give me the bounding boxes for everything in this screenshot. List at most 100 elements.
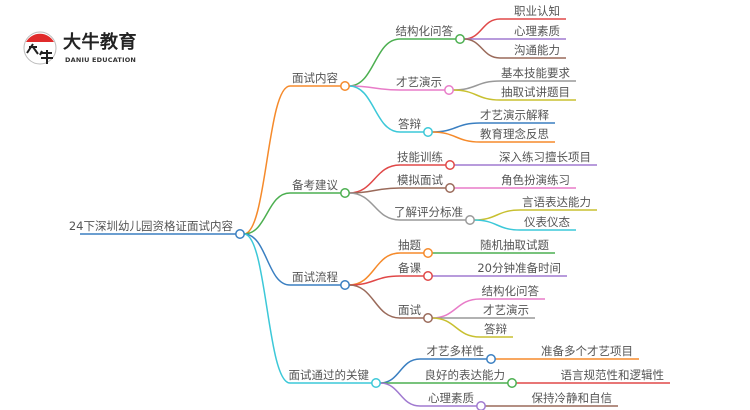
node-label[interactable]: 职业认知 — [514, 4, 560, 18]
mindmap-leaf[interactable]: 结构化问答 — [482, 284, 540, 298]
node-label[interactable]: 教育理念反思 — [480, 127, 549, 141]
node-label[interactable]: 准备多个才艺项目 — [541, 344, 633, 358]
node-label[interactable]: 仪表仪态 — [524, 215, 570, 229]
mindmap-leaf[interactable]: 沟通能力 — [514, 43, 560, 57]
mindmap-node[interactable]: 技能训练 — [397, 150, 455, 170]
mindmap-leaf[interactable]: 职业认知 — [514, 4, 560, 18]
node-label[interactable]: 良好的表达能力 — [425, 368, 506, 382]
collapse-toggle-icon[interactable] — [476, 401, 486, 410]
collapse-toggle-icon[interactable] — [340, 188, 350, 198]
logo-subtitle: DANIU EDUCATION — [65, 56, 137, 64]
node-label[interactable]: 备考建议 — [292, 178, 338, 192]
mindmap-node[interactable]: 备考建议 — [292, 178, 350, 198]
mindmap-node[interactable]: 才艺演示 — [396, 75, 454, 95]
connector-line — [348, 275, 401, 286]
node-label[interactable]: 保持冷静和自信 — [532, 391, 613, 405]
node-label[interactable]: 了解评分标准 — [394, 205, 463, 219]
collapse-toggle-icon[interactable] — [423, 248, 433, 258]
collapse-toggle-icon[interactable] — [444, 85, 454, 95]
mindmap-leaf[interactable]: 准备多个才艺项目 — [541, 344, 633, 358]
node-label[interactable]: 20分钟准备时间 — [477, 261, 561, 275]
collapse-toggle-icon[interactable] — [340, 280, 350, 290]
mindmap-leaf[interactable]: 抽取试讲题目 — [501, 85, 570, 99]
logo-name: 大牛教育 — [63, 32, 137, 53]
node-label[interactable]: 才艺演示解释 — [480, 108, 549, 122]
node-label[interactable]: 才艺演示 — [396, 75, 442, 89]
mindmap-leaf[interactable]: 语言规范性和逻辑性 — [561, 368, 665, 382]
collapse-toggle-icon[interactable] — [445, 160, 455, 170]
mindmap-node[interactable]: 面试内容 — [292, 71, 350, 91]
connector-line — [452, 80, 501, 91]
node-label[interactable]: 沟通能力 — [514, 43, 560, 57]
node-label[interactable]: 面试内容 — [292, 71, 338, 85]
mindmap-leaf[interactable]: 才艺演示解释 — [480, 108, 549, 122]
node-label[interactable]: 备课 — [398, 261, 421, 275]
node-label[interactable]: 技能训练 — [397, 150, 443, 164]
node-label[interactable]: 模拟面试 — [397, 173, 443, 187]
node-label[interactable]: 语言规范性和逻辑性 — [561, 368, 665, 382]
mindmap-node[interactable]: 答辩 — [398, 117, 433, 137]
mindmap-node[interactable]: 面试通过的关键 — [289, 368, 381, 388]
node-label[interactable]: 面试流程 — [292, 270, 338, 284]
node-label[interactable]: 言语表达能力 — [522, 195, 591, 209]
node-label[interactable]: 面试 — [398, 303, 421, 317]
node-label[interactable]: 随机抽取试题 — [480, 238, 549, 252]
node-label[interactable]: 面试通过的关键 — [289, 368, 370, 382]
node-label[interactable]: 深入练习擅长项目 — [499, 150, 591, 164]
node-label[interactable]: 结构化问答 — [482, 284, 540, 298]
mindmap-node[interactable]: 了解评分标准 — [394, 205, 475, 225]
collapse-toggle-icon[interactable] — [340, 81, 350, 91]
node-label[interactable]: 基本技能要求 — [501, 66, 570, 80]
mindmap-leaf[interactable]: 保持冷静和自信 — [532, 391, 613, 405]
mindmap-leaf[interactable]: 仪表仪态 — [524, 215, 570, 229]
mindmap-node[interactable]: 备课 — [398, 261, 433, 281]
connector-line — [348, 85, 401, 133]
mindmap-node[interactable]: 24下深圳幼儿园资格证面试内容 — [69, 219, 245, 239]
mindmap-leaf[interactable]: 心理素质 — [514, 24, 560, 38]
connector-line — [348, 38, 401, 87]
collapse-toggle-icon[interactable] — [455, 34, 465, 44]
connector-line — [348, 187, 401, 194]
node-label[interactable]: 抽取试讲题目 — [501, 85, 570, 99]
collapse-toggle-icon[interactable] — [445, 183, 455, 193]
node-label[interactable]: 答辩 — [398, 117, 421, 131]
collapse-toggle-icon[interactable] — [423, 127, 433, 137]
mindmap-node[interactable]: 面试 — [398, 303, 433, 323]
mindmap-leaf[interactable]: 角色扮演练习 — [501, 173, 570, 187]
collapse-toggle-icon[interactable] — [235, 229, 245, 239]
connector-line — [452, 89, 501, 101]
node-label[interactable]: 才艺演示 — [483, 303, 529, 317]
mindmap-leaf[interactable]: 基本技能要求 — [501, 66, 570, 80]
connector-line — [243, 233, 291, 384]
node-label[interactable]: 才艺多样性 — [427, 344, 485, 358]
mindmap-leaf[interactable]: 20分钟准备时间 — [477, 261, 561, 275]
collapse-toggle-icon[interactable] — [423, 271, 433, 281]
mindmap-leaf[interactable]: 言语表达能力 — [522, 195, 591, 209]
collapse-toggle-icon[interactable] — [486, 354, 496, 364]
mindmap-leaf[interactable]: 深入练习擅长项目 — [499, 150, 591, 164]
collapse-toggle-icon[interactable] — [371, 378, 381, 388]
mindmap-node[interactable]: 模拟面试 — [397, 173, 455, 193]
mindmap-leaf[interactable]: 随机抽取试题 — [480, 238, 549, 252]
mindmap-node[interactable]: 面试流程 — [292, 270, 350, 290]
mindmap-node[interactable]: 抽题 — [398, 238, 433, 258]
mindmap-node[interactable]: 良好的表达能力 — [425, 368, 517, 388]
node-label[interactable]: 心理素质 — [514, 24, 560, 38]
connector-line — [379, 358, 421, 384]
node-label[interactable]: 心理素质 — [428, 391, 474, 405]
mindmap-leaf[interactable]: 答辩 — [484, 322, 507, 336]
collapse-toggle-icon[interactable] — [465, 215, 475, 225]
mindmap-node[interactable]: 心理素质 — [428, 391, 486, 410]
mindmap-node[interactable]: 结构化问答 — [396, 24, 465, 44]
collapse-toggle-icon[interactable] — [507, 378, 517, 388]
node-label[interactable]: 结构化问答 — [396, 24, 454, 38]
collapse-toggle-icon[interactable] — [423, 313, 433, 323]
node-label[interactable]: 抽题 — [398, 238, 421, 252]
mindmap-node[interactable]: 才艺多样性 — [427, 344, 496, 364]
node-label[interactable]: 角色扮演练习 — [501, 173, 570, 187]
mindmap-leaf[interactable]: 教育理念反思 — [480, 127, 549, 141]
mindmap-leaf[interactable]: 才艺演示 — [483, 303, 529, 317]
node-label[interactable]: 24下深圳幼儿园资格证面试内容 — [69, 219, 234, 233]
node-label[interactable]: 答辩 — [484, 322, 507, 336]
